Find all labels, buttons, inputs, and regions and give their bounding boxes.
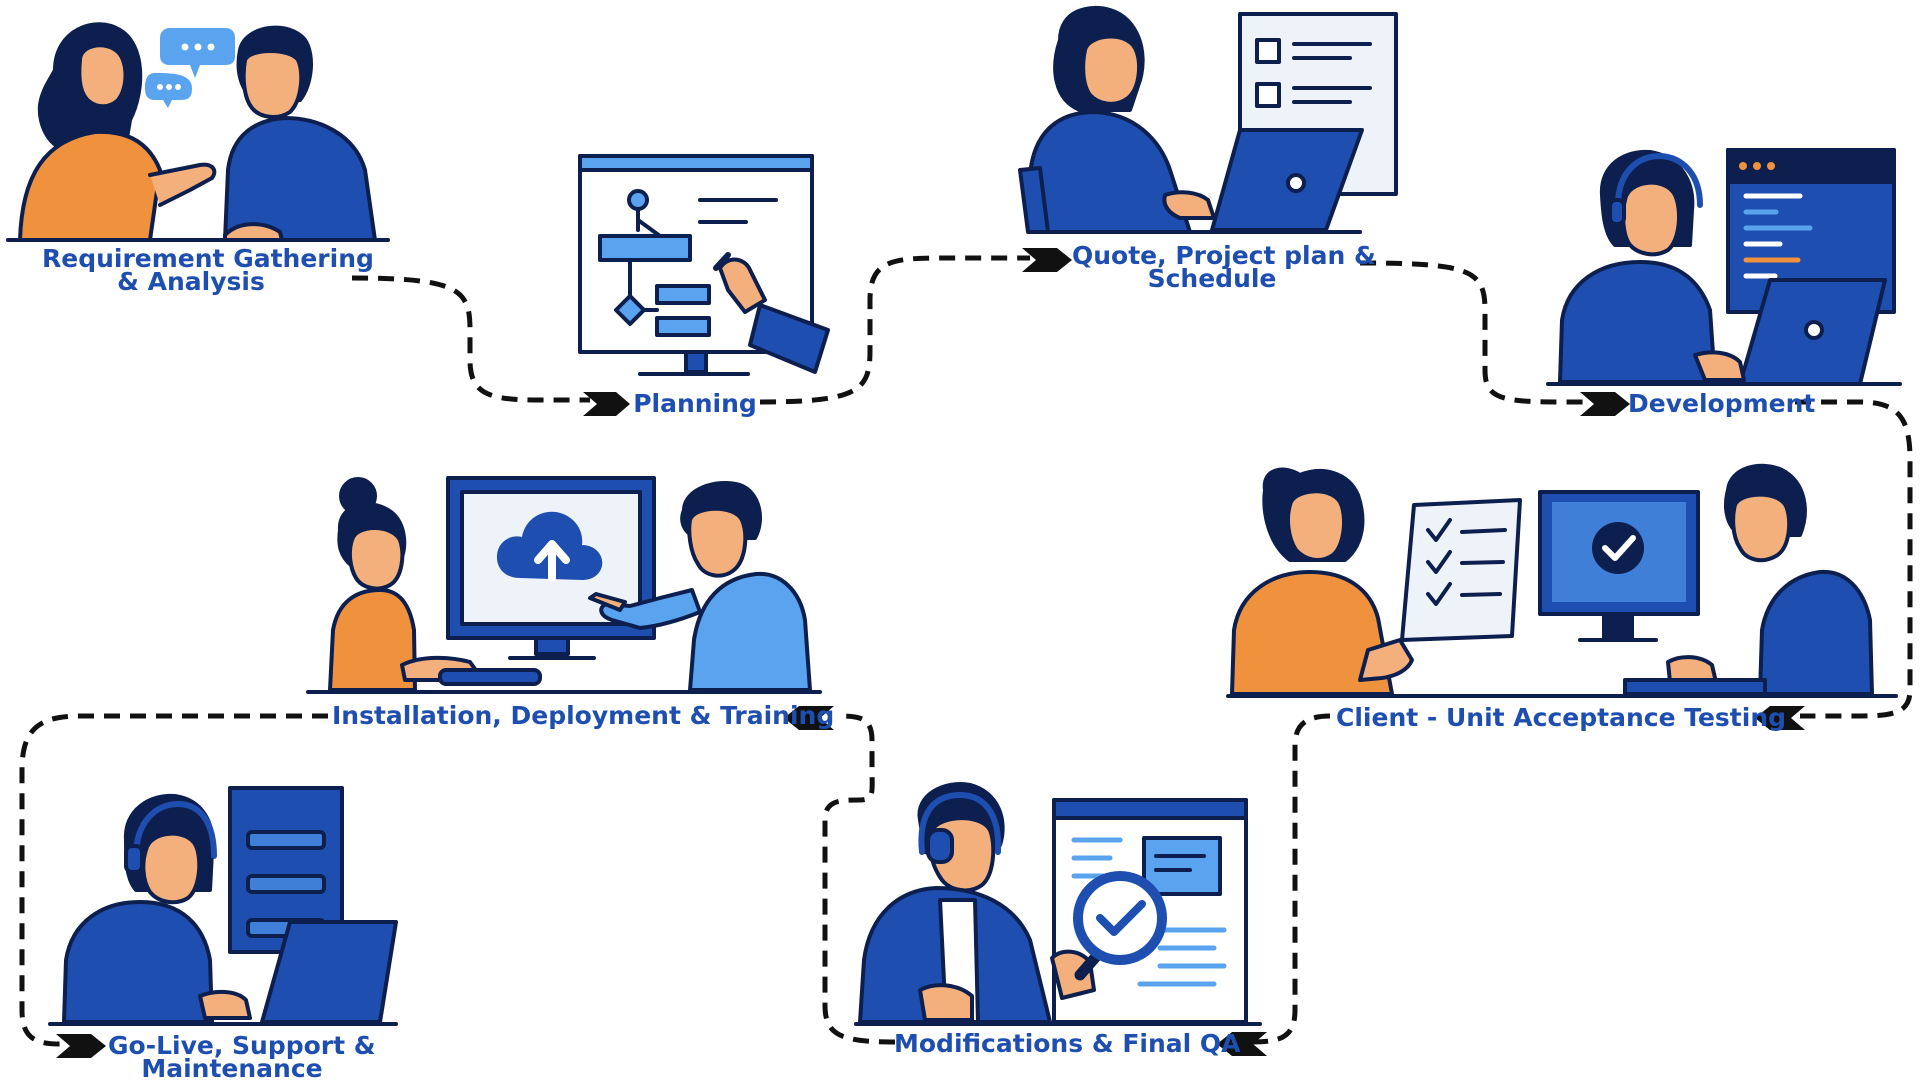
illustration-qa <box>854 782 1262 1026</box>
step-label-deployment: Installation, Deployment & Training <box>332 701 835 730</box>
step-label-line: Client - Unit Acceptance Testing <box>1336 703 1787 732</box>
connector-7-8 <box>19 713 328 1047</box>
connector-4-5 <box>1795 399 1913 719</box>
step-label-qa: Modifications & Final QA <box>894 1029 1241 1058</box>
step-label-line: Installation, Deployment & Training <box>332 701 835 730</box>
illustration-planning <box>578 154 830 376</box>
chevron-right-icon <box>1022 248 1072 272</box>
connector-3-4 <box>1359 260 1590 405</box>
step-label-line: Development <box>1628 389 1816 418</box>
illustration-quote <box>1018 5 1398 234</box>
step-label-planning: Planning <box>625 389 765 418</box>
illustration-deployment <box>306 476 822 694</box>
chevron-right-icon <box>56 1034 106 1058</box>
step-label-line: Schedule <box>1147 264 1277 293</box>
step-label-development: Development <box>1628 389 1816 418</box>
step-label-golive: Go-Live, Support & Maintenance <box>108 1031 376 1083</box>
chevrons <box>56 248 1805 1058</box>
step-label-line: Quote, Project plan & <box>1072 241 1376 270</box>
connector-1-2 <box>351 275 590 403</box>
step-label-line: Requirement Gathering <box>42 244 374 273</box>
connector-lines <box>19 255 1913 1047</box>
step-label-uat: Client - Unit Acceptance Testing <box>1336 703 1787 732</box>
illustration-uat <box>1226 463 1898 698</box>
step-label-line: Modifications & Final QA <box>894 1029 1241 1058</box>
connector-2-3 <box>759 255 1030 405</box>
chevron-left-icon <box>1217 1032 1267 1056</box>
illustration-golive <box>48 786 398 1026</box>
connector-5-6 <box>1249 713 1331 1045</box>
illustration-requirement <box>6 22 390 242</box>
step-label-quote: Quote, Project plan & Schedule <box>1072 241 1376 293</box>
chevron-left-icon <box>1755 706 1805 730</box>
step-label-line: Planning <box>633 389 757 418</box>
chevron-right-icon <box>583 392 630 416</box>
step-label-line: Go-Live, Support & <box>108 1031 376 1060</box>
chevron-right-icon <box>1580 392 1630 416</box>
step-label-requirement: Requirement Gathering & Analysis <box>42 244 374 296</box>
step-label-line: & Analysis <box>117 267 265 296</box>
chevron-left-icon <box>784 706 834 730</box>
step-label-line: Maintenance <box>141 1054 323 1083</box>
illustration-development <box>1546 148 1902 386</box>
connector-6-7 <box>822 713 896 1045</box>
